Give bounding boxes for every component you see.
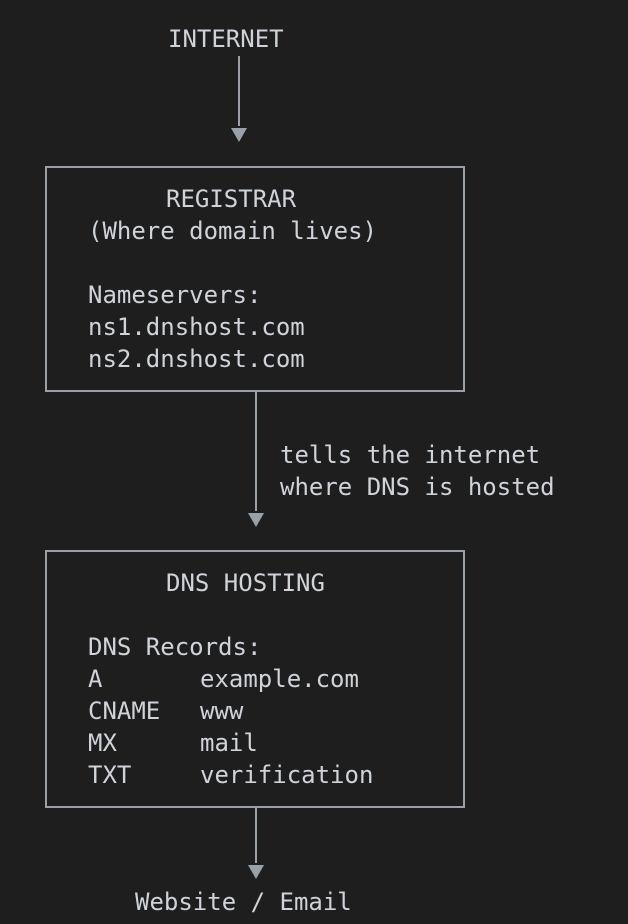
arrow-internet-to-registrar-head: [231, 128, 247, 142]
dns-record-value: verification: [200, 761, 374, 789]
dns-record-type: TXT: [88, 761, 132, 789]
nameservers-heading: Nameservers:: [88, 281, 262, 309]
dns-record-value: mail: [200, 729, 258, 757]
registrar-subtitle: (Where domain lives): [88, 217, 377, 245]
dns-hosting-box: [45, 550, 465, 808]
dns-hosting-title: DNS HOSTING: [166, 569, 325, 597]
registrar-box: [45, 166, 465, 392]
nameserver-2: ns2.dnshost.com: [88, 345, 305, 373]
dns-record-type: A: [88, 665, 103, 693]
arrow-registrar-to-dns-line: [255, 392, 257, 511]
registrar-title: REGISTRAR: [166, 185, 297, 213]
dns-record-value: example.com: [200, 665, 359, 693]
dns-records-heading: DNS Records:: [88, 633, 262, 661]
internet-label: INTERNET: [168, 25, 284, 53]
arrow-dns-to-website-head: [248, 865, 264, 879]
arrow-internet-to-registrar-line: [238, 56, 240, 126]
website-email-label: Website / Email: [135, 888, 352, 916]
connector-note-line-2: where DNS is hosted: [280, 473, 555, 501]
connector-note-line-1: tells the internet: [280, 441, 541, 469]
dns-record-value: www: [200, 697, 244, 725]
dns-record-type: CNAME: [88, 697, 161, 725]
nameserver-1: ns1.dnshost.com: [88, 313, 305, 341]
arrow-registrar-to-dns-head: [248, 513, 264, 527]
dns-record-type: MX: [88, 729, 117, 757]
arrow-dns-to-website-line: [255, 808, 257, 863]
